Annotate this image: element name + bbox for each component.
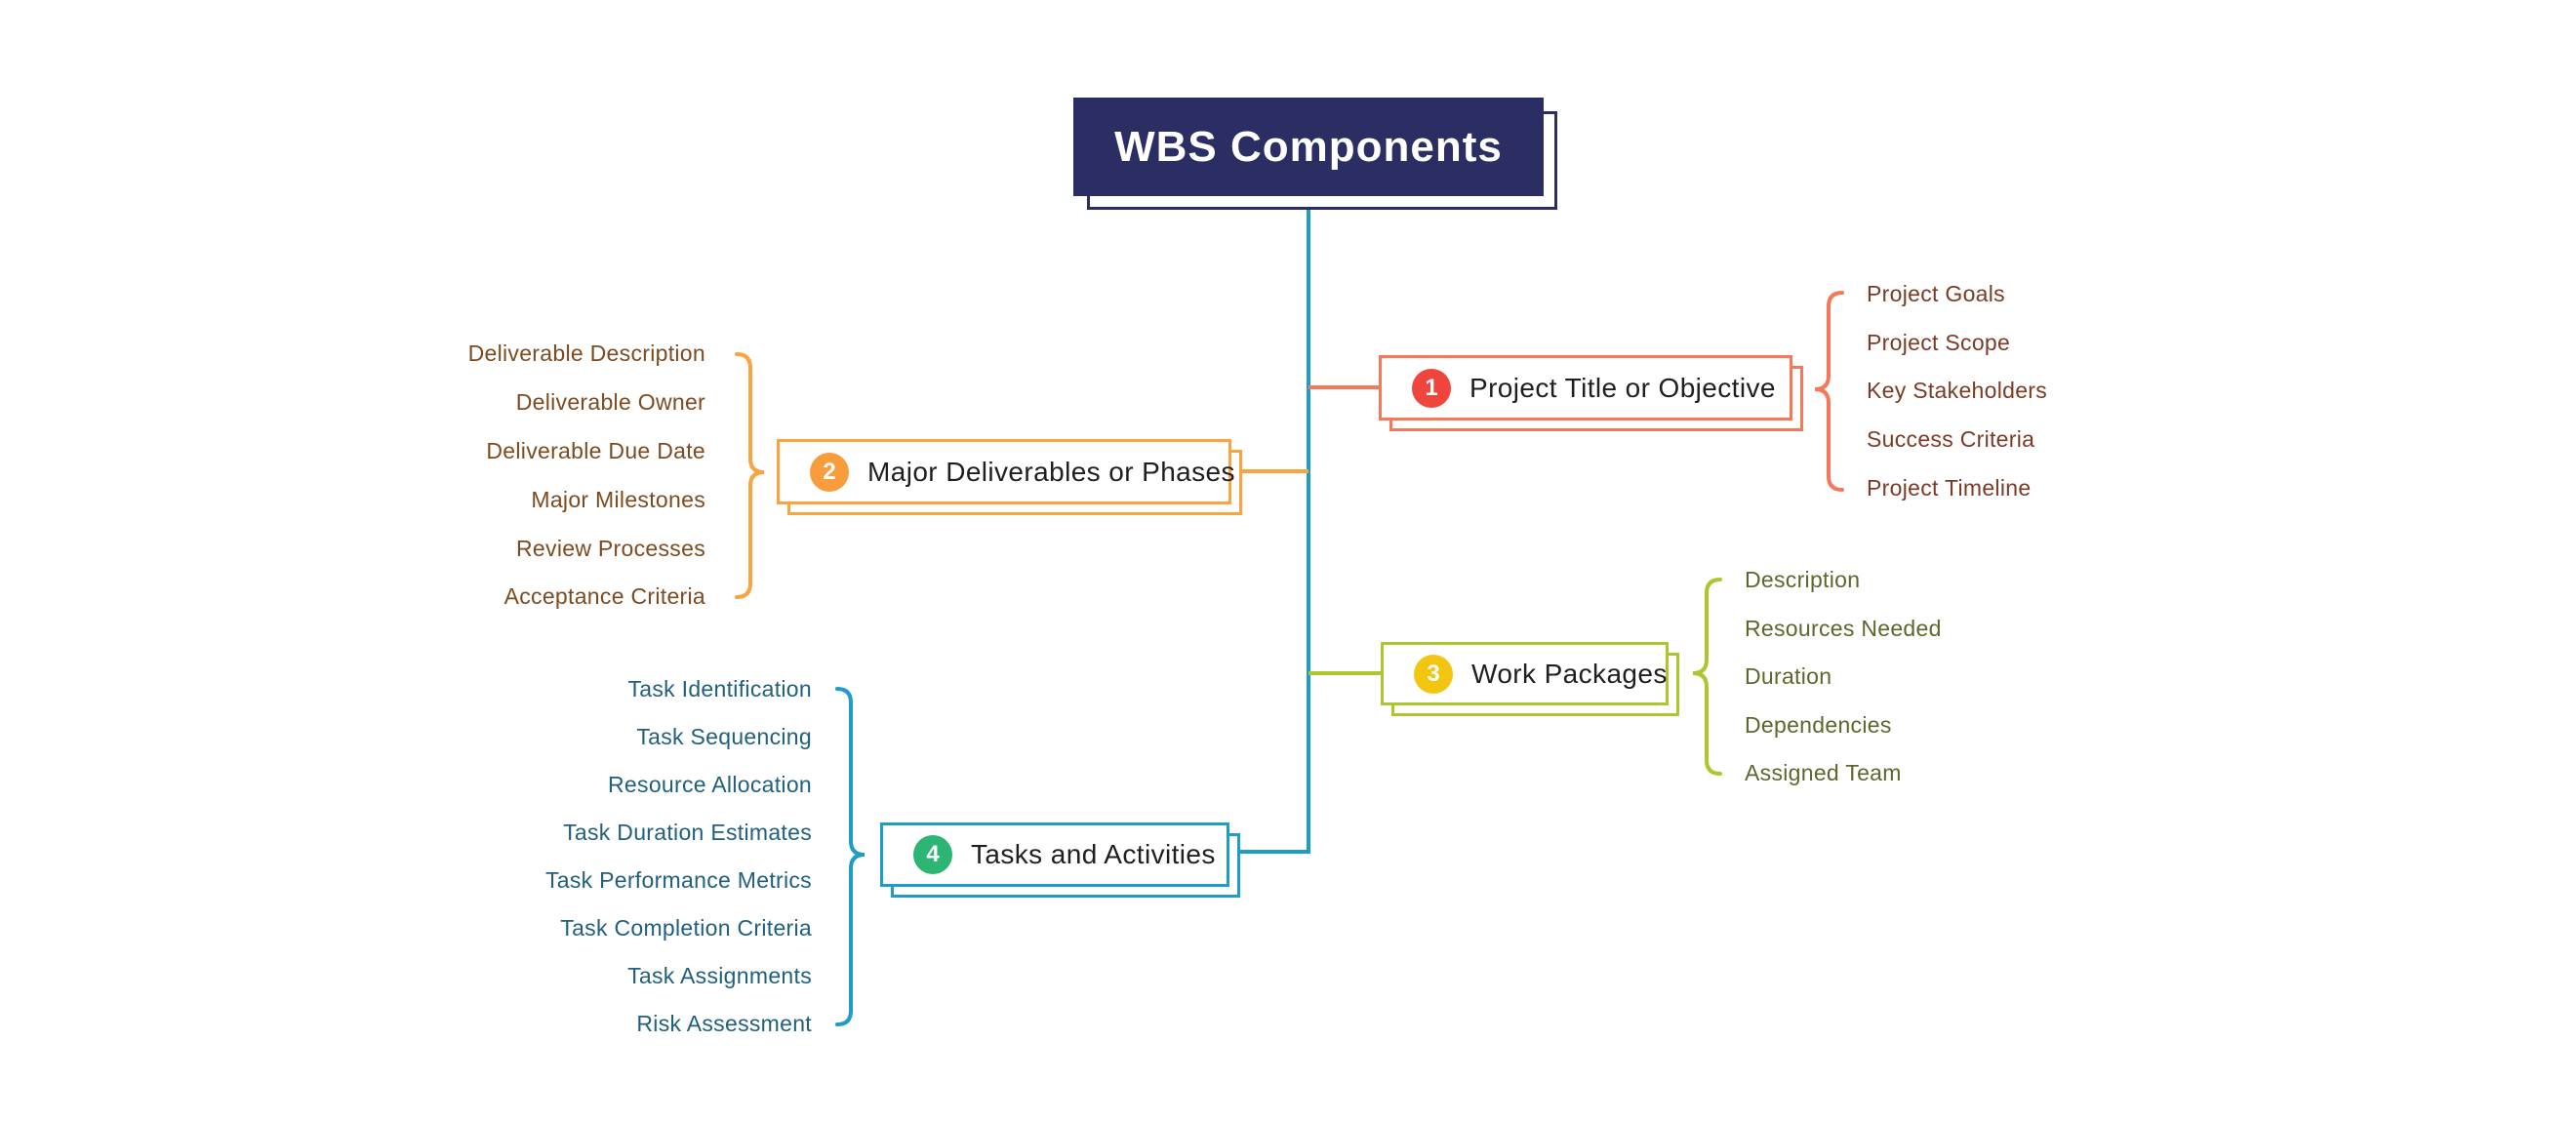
- branch-node-project-title: 1 Project Title or Objective: [1379, 355, 1803, 431]
- leaf-item: Success Criteria: [1867, 426, 2035, 453]
- leaf-item: Task Identification: [627, 676, 812, 701]
- badge-2: 2: [810, 452, 849, 492]
- branch-node-major-deliverables: 2 Major Deliverables or Phases: [777, 439, 1242, 515]
- leaf-item: Deliverable Due Date: [486, 437, 705, 463]
- brace-1: [1814, 291, 1844, 492]
- root-node-box: WBS Components: [1073, 98, 1544, 196]
- leaf-item: Review Processes: [516, 535, 705, 561]
- leaf-item: Task Duration Estimates: [563, 820, 812, 845]
- leaf-item: Major Milestones: [531, 486, 705, 512]
- branch-node-4-box: 4 Tasks and Activities: [880, 822, 1229, 887]
- badge-1: 1: [1412, 368, 1451, 408]
- leaf-item: Acceptance Criteria: [503, 583, 705, 610]
- leaf-item: Duration: [1745, 663, 1832, 690]
- leaf-item: Task Completion Criteria: [560, 915, 812, 941]
- leaf-item: Dependencies: [1745, 711, 1892, 738]
- badge-4: 4: [913, 835, 952, 874]
- branch-node-3-box: 3 Work Packages: [1381, 642, 1669, 705]
- brace-4: [835, 687, 865, 1026]
- leaf-item: Key Stakeholders: [1867, 378, 2048, 404]
- branch-node-work-packages: 3 Work Packages: [1381, 642, 1679, 716]
- branch-node-1-box: 1 Project Title or Objective: [1379, 355, 1792, 421]
- leaf-item: Resources Needed: [1745, 615, 1942, 641]
- root-title: WBS Components: [1114, 122, 1503, 171]
- badge-3: 3: [1414, 654, 1453, 694]
- leaf-item: Deliverable Description: [467, 341, 705, 367]
- brace-2: [735, 352, 765, 599]
- leaf-item: Task Performance Metrics: [544, 867, 812, 893]
- branch-node-1-title: Project Title or Objective: [1469, 372, 1776, 403]
- root-node: WBS Components: [1073, 98, 1557, 210]
- brace-3: [1692, 578, 1722, 776]
- leaf-item: Task Assignments: [627, 963, 812, 988]
- leaf-item: Resource Allocation: [608, 772, 812, 797]
- branch-node-3-title: Work Packages: [1471, 658, 1668, 689]
- branch-node-tasks-activities: 4 Tasks and Activities: [880, 822, 1240, 898]
- branch-node-2-box: 2 Major Deliverables or Phases: [777, 439, 1235, 504]
- leaf-item: Risk Assessment: [636, 1011, 812, 1036]
- branch-node-4-title: Tasks and Activities: [971, 839, 1216, 869]
- leaf-item: Description: [1745, 567, 1861, 593]
- leaf-item: Deliverable Owner: [515, 389, 705, 416]
- leaf-item: Assigned Team: [1745, 760, 1902, 786]
- branch-node-2-title: Major Deliverables or Phases: [867, 456, 1235, 487]
- leaf-item: Task Sequencing: [636, 724, 812, 749]
- leaf-item: Project Timeline: [1867, 474, 2032, 501]
- leaf-item: Project Goals: [1867, 281, 2005, 307]
- leaf-item: Project Scope: [1867, 329, 2011, 355]
